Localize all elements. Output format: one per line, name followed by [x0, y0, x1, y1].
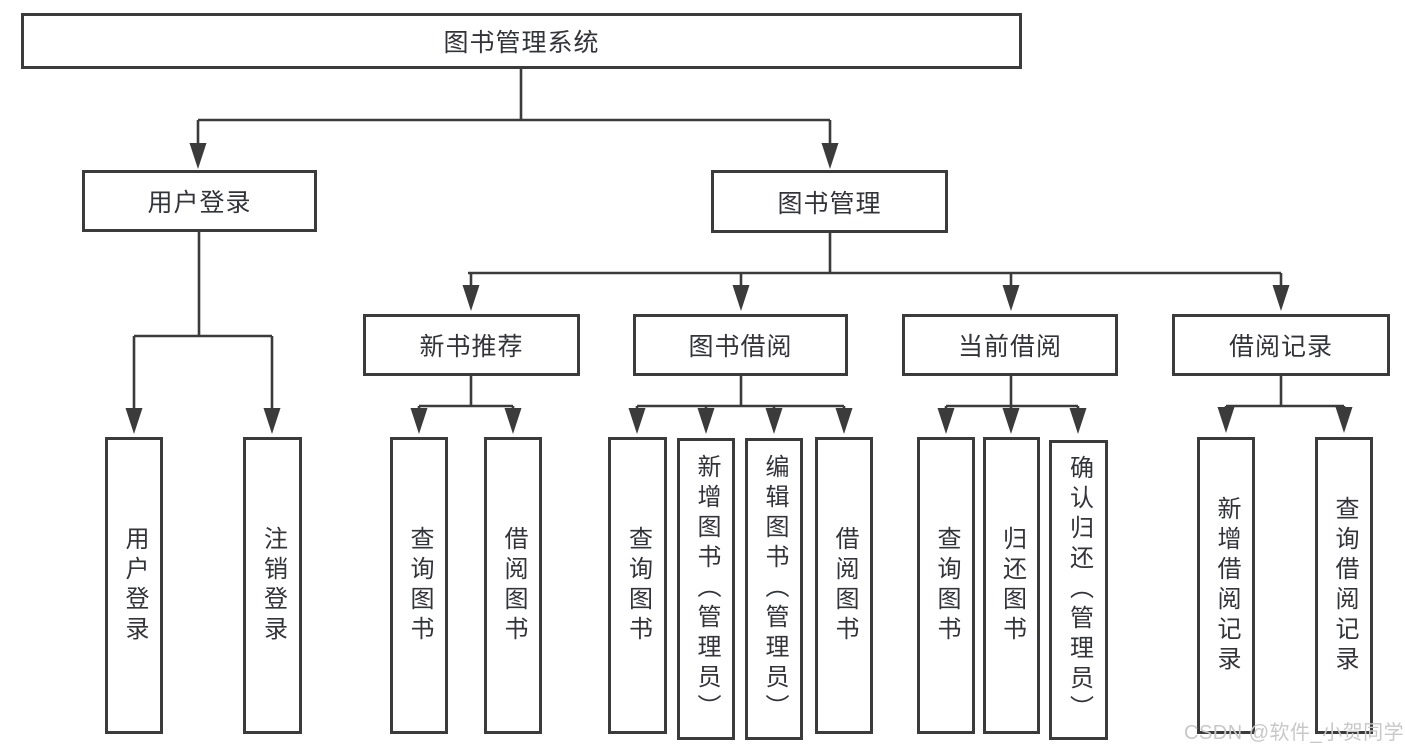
leaf-edit-book-admin: 编辑图书（管理员）	[745, 438, 803, 740]
arrowheads-new-book	[410, 408, 522, 434]
leaf-query-book-3-label: 查询图书	[933, 525, 960, 646]
leaf-borrow-book-2-label: 借阅图书	[831, 525, 858, 646]
connector-book-borrow-split	[635, 376, 846, 411]
leaf-user-login-label: 用户登录	[121, 525, 148, 646]
leaf-edit-book-admin-label: 编辑图书（管理员）	[761, 454, 788, 724]
node-root-system: 图书管理系统	[21, 13, 1022, 69]
node-book-borrow: 图书借阅	[633, 314, 848, 376]
leaf-return-book-label: 归还图书	[998, 525, 1026, 646]
leaf-logout-label: 注销登录	[259, 525, 287, 646]
arrowheads-borrow-record	[1217, 407, 1353, 433]
leaf-borrow-book-1-label: 借阅图书	[500, 525, 527, 646]
leaf-query-book-1-label: 查询图书	[406, 525, 433, 646]
leaf-query-book-2-label: 查询图书	[624, 525, 652, 646]
node-book-management: 图书管理	[711, 170, 948, 233]
arrowheads-book-borrow	[628, 408, 853, 434]
watermark: CSDN @软件_小贺同学	[1184, 722, 1405, 744]
arrowheads-level3	[462, 285, 1290, 311]
connector-user-login-split	[132, 232, 274, 410]
leaf-add-book-admin: 新增图书（管理员）	[677, 438, 735, 740]
node-user-login: 用户登录	[82, 170, 317, 232]
arrowheads-user-login	[125, 408, 281, 434]
leaf-query-borrow-record-label: 查询借阅记录	[1331, 495, 1358, 676]
node-book-management-label: 图书管理	[777, 189, 882, 218]
leaf-confirm-return-admin-label: 确认归还（管理员）	[1065, 455, 1093, 725]
leaf-user-login: 用户登录	[105, 437, 163, 734]
connector-current-borrow-split	[944, 376, 1080, 411]
node-root-system-label: 图书管理系统	[443, 29, 600, 57]
leaf-logout: 注销登录	[243, 437, 302, 734]
node-current-borrow: 当前借阅	[902, 314, 1118, 376]
leaf-add-borrow-record: 新增借阅记录	[1197, 437, 1255, 734]
connector-new-book-split	[417, 376, 515, 411]
leaf-query-book-3: 查询图书	[917, 437, 975, 734]
leaf-add-book-admin-label: 新增图书（管理员）	[693, 454, 720, 724]
leaf-query-book-1: 查询图书	[390, 437, 448, 734]
leaf-query-book-2: 查询图书	[608, 437, 667, 734]
connector-root-split	[196, 69, 832, 145]
leaf-borrow-book-1: 借阅图书	[484, 437, 542, 734]
leaf-borrow-book-2: 借阅图书	[815, 437, 873, 734]
connector-book-mgmt-split	[468, 233, 1283, 288]
node-new-book-recommend: 新书推荐	[363, 314, 580, 376]
leaf-confirm-return-admin: 确认归还（管理员）	[1049, 440, 1108, 740]
node-current-borrow-label: 当前借阅	[957, 333, 1062, 361]
node-book-borrow-label: 图书借阅	[688, 333, 793, 361]
arrowheads-level1	[189, 143, 839, 169]
arrowheads-current-borrow	[937, 408, 1087, 434]
leaf-return-book: 归还图书	[983, 437, 1040, 734]
leaf-query-borrow-record: 查询借阅记录	[1315, 437, 1373, 734]
node-borrow-record: 借阅记录	[1172, 314, 1390, 376]
node-user-login-label: 用户登录	[147, 189, 252, 217]
connector-borrow-record-split	[1224, 376, 1346, 411]
leaf-add-borrow-record-label: 新增借阅记录	[1213, 495, 1240, 676]
node-new-book-recommend-label: 新书推荐	[419, 333, 524, 361]
node-borrow-record-label: 借阅记录	[1228, 333, 1333, 361]
